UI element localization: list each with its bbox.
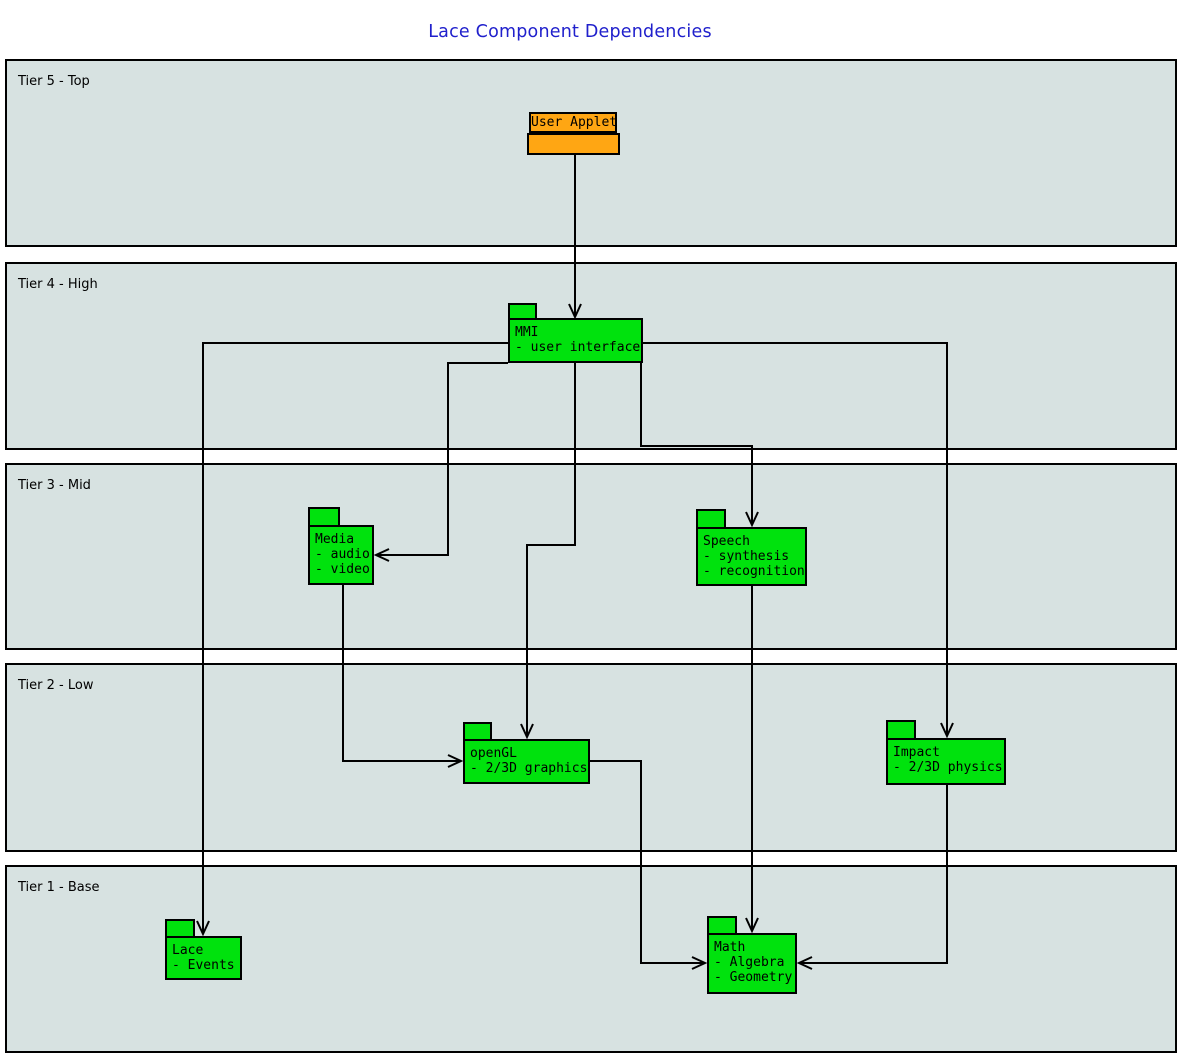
component-opengl[interactable]: openGL- 2/3D graphics bbox=[463, 739, 590, 784]
component-math[interactable]: Math- Algebra- Geometry bbox=[707, 933, 797, 994]
component-media-line: Media bbox=[315, 532, 355, 547]
component-lace[interactable]: Lace- Events bbox=[165, 936, 242, 980]
tier-label: Tier 1 - Base bbox=[18, 880, 100, 895]
component-opengl-line: openGL bbox=[470, 746, 517, 761]
component-user-applet[interactable]: User Applet bbox=[529, 112, 617, 133]
component-speech-line: Speech bbox=[703, 534, 750, 549]
tier-band-tier-3: Tier 3 - Mid bbox=[5, 463, 1177, 650]
tier-label: Tier 5 - Top bbox=[18, 74, 90, 89]
component-lace-line: Lace bbox=[172, 943, 204, 958]
component-impact-line: - 2/3D physics bbox=[893, 760, 1003, 775]
component-media[interactable]: Media- audio- video bbox=[308, 525, 374, 585]
component-impact-line: Impact bbox=[893, 745, 940, 760]
component-mmi-line: MMI bbox=[515, 325, 539, 340]
component-media-line: - audio bbox=[315, 547, 370, 562]
component-math-line: - Geometry bbox=[714, 970, 793, 985]
tier-label: Tier 3 - Mid bbox=[18, 478, 91, 493]
component-lace-line: - Events bbox=[172, 958, 235, 973]
component-math-line: Math bbox=[714, 940, 746, 955]
component-user-applet-base[interactable] bbox=[527, 133, 620, 155]
component-speech-line: - recognition bbox=[703, 564, 805, 579]
component-impact[interactable]: Impact- 2/3D physics bbox=[886, 738, 1006, 785]
component-impact-folder-tab bbox=[886, 720, 916, 740]
component-media-folder-tab bbox=[308, 507, 340, 527]
component-speech[interactable]: Speech- synthesis- recognition bbox=[696, 527, 807, 586]
component-speech-folder-tab bbox=[696, 509, 726, 529]
tier-label: Tier 4 - High bbox=[18, 277, 98, 292]
component-speech-line: - synthesis bbox=[703, 549, 790, 564]
component-media-line: - video bbox=[315, 562, 370, 577]
diagram-title: Lace Component Dependencies bbox=[428, 22, 712, 42]
component-math-line: - Algebra bbox=[714, 955, 785, 970]
component-mmi[interactable]: MMI- user interface bbox=[508, 318, 643, 363]
component-opengl-line: - 2/3D graphics bbox=[470, 761, 588, 776]
component-mmi-line: - user interface bbox=[515, 340, 641, 355]
tier-label: Tier 2 - Low bbox=[18, 678, 94, 693]
